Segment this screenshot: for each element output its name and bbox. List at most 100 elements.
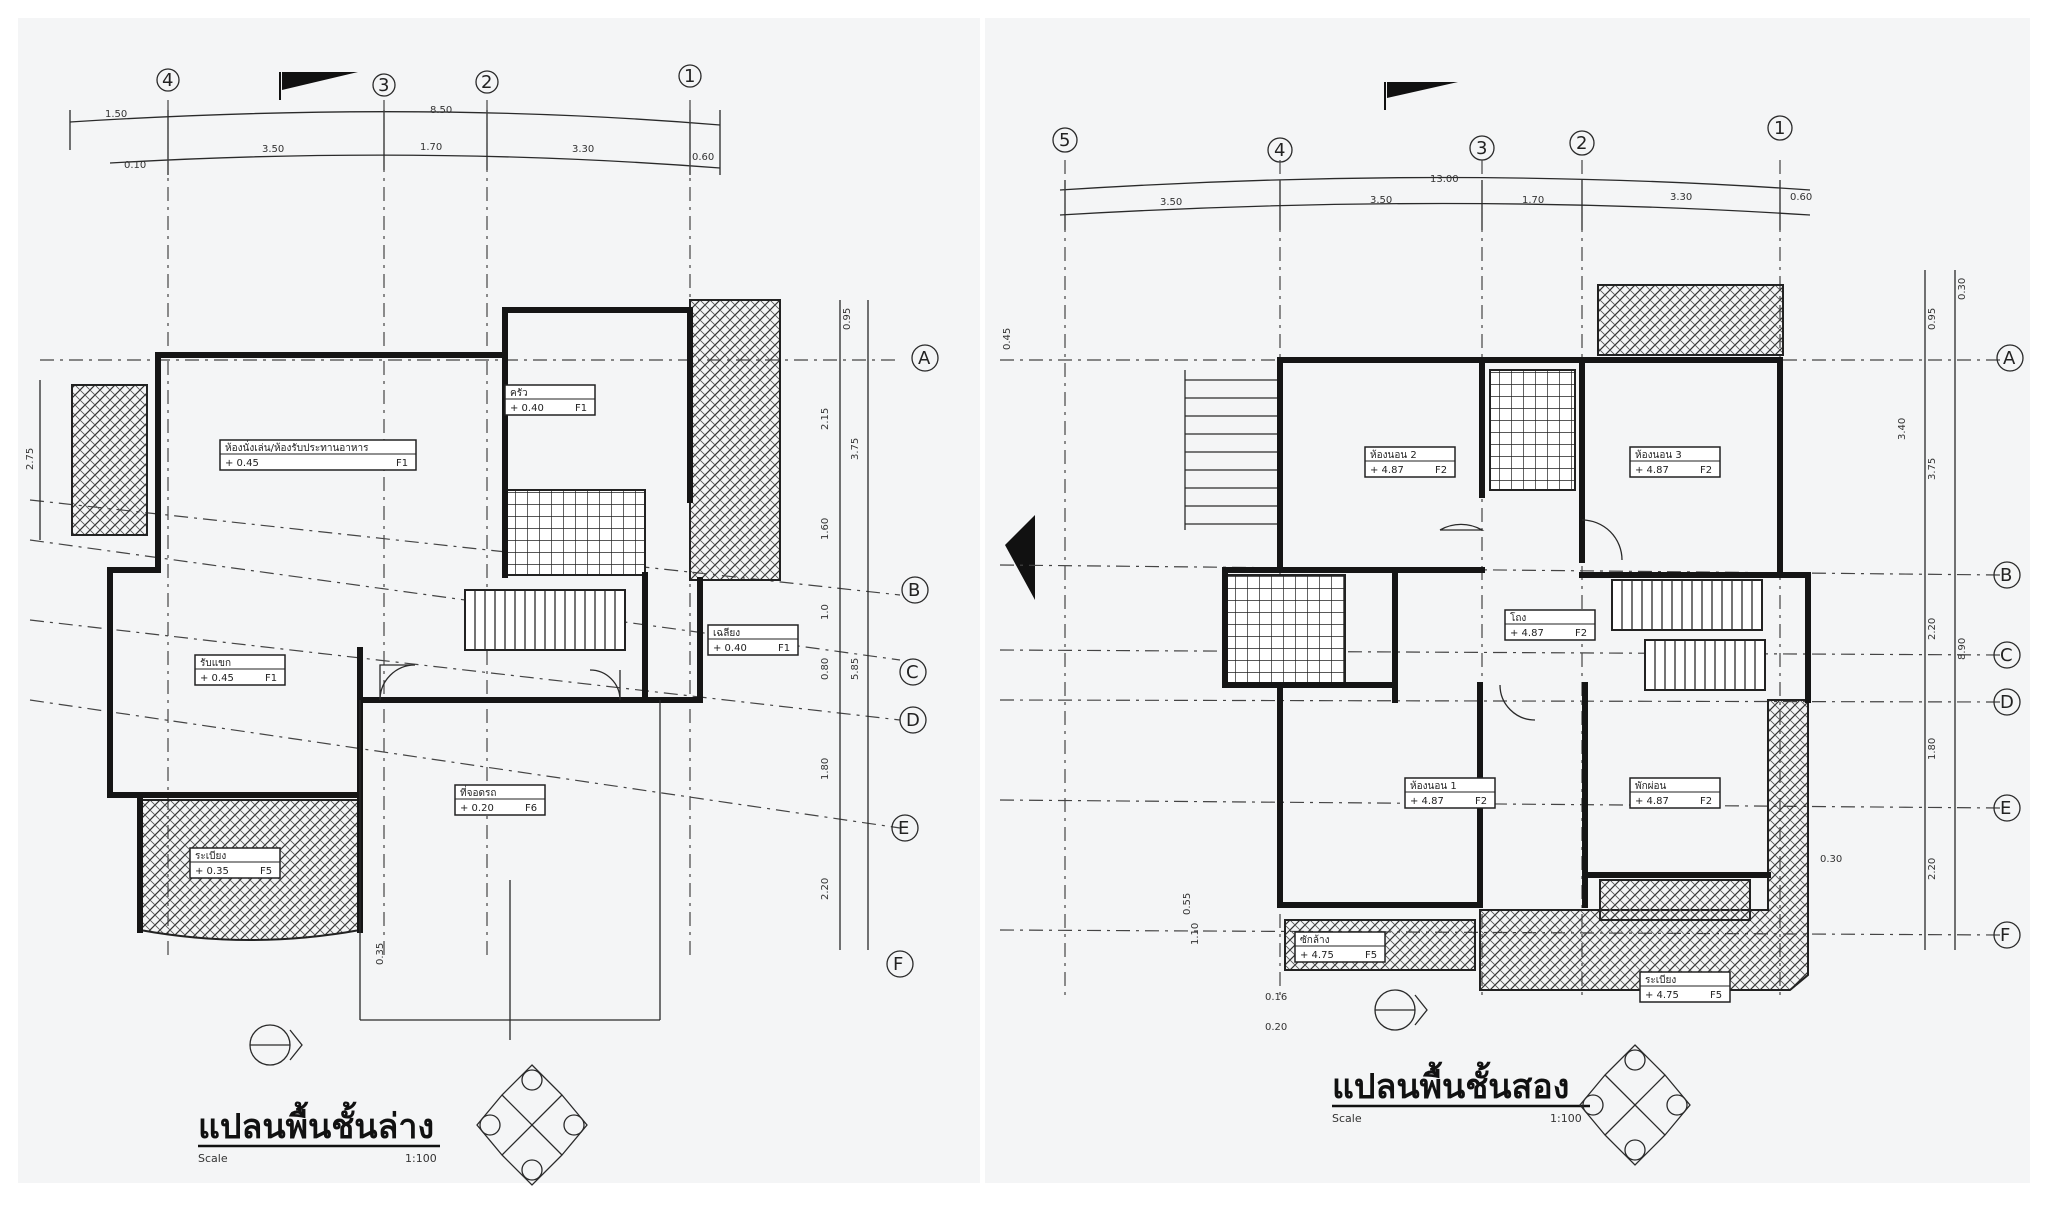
room-name: ที่จอดรถ — [460, 785, 496, 799]
room-tag-box — [219, 439, 417, 471]
room-floor-code: F1 — [778, 643, 790, 654]
top-dim-5: 0.60 — [692, 152, 714, 163]
room-floor-code: F5 — [260, 866, 272, 877]
top-dim-3: 1.70 — [420, 142, 442, 153]
planter-hatch — [71, 384, 148, 536]
upper-side-dim-1: 0.95 — [1927, 308, 1938, 330]
upper-plan-title: แปลนพื้นชั้นสอง — [1332, 1061, 1569, 1107]
room-name: ห้องนอน 1 — [1410, 780, 1457, 792]
room-floor-code: F5 — [1365, 950, 1377, 961]
upper-side-dimension-lines: 0.30 0.95 3.40 3.75 2.20 8.90 1.80 2.20 … — [1002, 270, 1968, 1033]
side-dim-3: 1.60 — [820, 518, 831, 540]
room-level: + 0.45 — [200, 673, 234, 684]
axis-side-f: F — [893, 954, 903, 975]
side-axis-markers: A B C D E F — [886, 344, 939, 978]
upper-top-dim-3: 1.70 — [1522, 195, 1544, 206]
room-floor-code: F2 — [1575, 628, 1587, 639]
upper-side-dim-2: 3.40 — [1897, 418, 1908, 440]
upper-axis-top-3: 3 — [1476, 138, 1487, 159]
room-name: รับแขก — [200, 658, 231, 669]
section-arrow-icon — [1005, 515, 1035, 600]
side-dim-7: 1.80 — [820, 758, 831, 780]
side-dimension-lines: 0.95 2.15 3.75 1.60 1.0 0.80 5.85 1.80 2… — [25, 300, 869, 965]
ground-floor-plan: 1.50 8.50 3.50 1.70 3.30 0.60 0.10 4 3 2… — [18, 18, 980, 1186]
upper-scale-value: 1:100 — [1550, 1112, 1582, 1125]
upper-bath2-tiles — [1489, 369, 1576, 491]
upper-stair — [1611, 579, 1766, 691]
side-dim-2: 3.75 — [850, 438, 861, 460]
upper-top-dim-5: 0.60 — [1790, 192, 1812, 203]
room-name: ห้องนอน 2 — [1370, 449, 1417, 461]
roof-fins — [1184, 370, 1280, 530]
room-level: + 0.40 — [713, 643, 747, 654]
upper-bath1-tiles — [1224, 574, 1346, 686]
room-level: + 0.40 — [510, 403, 544, 414]
room-level: + 4.75 — [1645, 990, 1679, 1001]
axis-side-c: C — [906, 662, 919, 683]
room-tag-box — [1364, 446, 1456, 478]
room-floor-code: F2 — [1475, 796, 1487, 807]
upper-top-dim-1: 3.50 — [1160, 197, 1182, 208]
upper-roof-hatch — [1597, 284, 1784, 356]
room-name: โถง — [1510, 611, 1526, 624]
axis-side-b: B — [908, 580, 920, 601]
upper-top-dim-4: 3.30 — [1670, 192, 1692, 203]
room-floor-code: F1 — [265, 673, 277, 684]
side-dim-5: 0.80 — [820, 658, 831, 680]
side-dim-10: 0.35 — [375, 943, 386, 965]
room-tag-box — [454, 784, 546, 816]
upper-side-dim-9: 0.55 — [1182, 893, 1193, 915]
room-name: ระเบียง — [1645, 974, 1676, 986]
upper-axis-side-f: F — [2000, 925, 2010, 946]
upper-top-dimension-lines: 13.00 3.50 3.50 1.70 3.30 0.60 — [1059, 174, 1812, 230]
room-floor-code: F5 — [1710, 990, 1722, 1001]
carport-outline — [359, 700, 661, 1040]
upper-top-dim-0: 13.00 — [1430, 174, 1459, 185]
upper-axis-side-b: B — [2000, 565, 2012, 586]
terrace-hatch — [689, 299, 781, 581]
upper-side-dim-8: 0.45 — [1002, 328, 1013, 350]
room-floor-code: F6 — [525, 803, 537, 814]
room-tag: ที่จอดรถ + 0.20 F6 — [454, 784, 546, 816]
room-tag-box — [1639, 971, 1731, 1003]
upper-axis-top-1: 1 — [1774, 118, 1785, 139]
top-dim-4: 3.30 — [572, 144, 594, 155]
upper-side-dim-0: 0.30 — [1957, 278, 1968, 300]
room-tag-box — [504, 384, 596, 416]
room-level: + 4.87 — [1370, 465, 1404, 476]
door-swings — [379, 664, 621, 701]
upper-planter-hatch — [1599, 879, 1751, 921]
room-tag: ระเบียง + 4.75 F5 — [1639, 971, 1731, 1003]
upper-axis-top-5: 5 — [1059, 130, 1070, 151]
ground-walls — [107, 307, 703, 933]
room-tag-box — [1629, 777, 1721, 809]
upper-side-dim-10: 1.10 — [1190, 923, 1201, 945]
room-level: + 0.20 — [460, 803, 494, 814]
room-name: เฉลียง — [713, 627, 740, 639]
upper-north-flag-icon — [1384, 82, 1458, 110]
upper-side-dim-4: 2.20 — [1927, 618, 1938, 640]
upper-side-dim-3: 3.75 — [1927, 458, 1938, 480]
side-dim-1: 2.15 — [820, 408, 831, 430]
upper-side-dim-7: 2.20 — [1927, 858, 1938, 880]
upper-walls — [1222, 357, 1811, 908]
room-floor-code: F2 — [1700, 796, 1712, 807]
upper-axis-side-a: A — [2003, 348, 2016, 369]
room-level: + 4.87 — [1635, 465, 1669, 476]
room-name: ห้องนอน 3 — [1635, 449, 1682, 461]
room-level: + 0.35 — [195, 866, 229, 877]
top-dim-2: 3.50 — [262, 144, 284, 155]
upper-section-marker-icon — [1374, 989, 1428, 1031]
room-name: ครัว — [510, 388, 528, 399]
upper-axis-side-e: E — [2000, 798, 2011, 819]
room-floor-code: F2 — [1700, 465, 1712, 476]
